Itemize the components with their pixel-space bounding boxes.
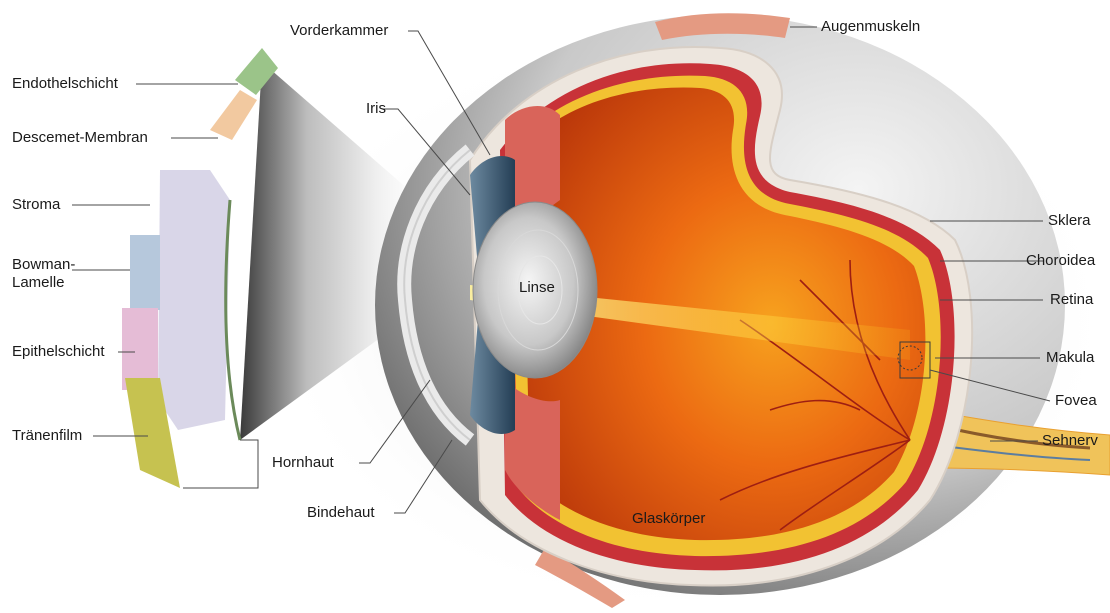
layer-stroma xyxy=(158,170,230,430)
label-descemet-membran: Descemet-Membran xyxy=(12,129,148,147)
label-epithelschicht: Epithelschicht xyxy=(12,343,105,361)
label-linse: Linse xyxy=(519,279,555,296)
label-retina: Retina xyxy=(1050,291,1093,309)
label-fovea: Fovea xyxy=(1055,392,1097,410)
layer-descemet xyxy=(210,90,257,140)
label-makula: Makula xyxy=(1046,349,1094,367)
label-augenmuskeln: Augenmuskeln xyxy=(821,18,920,36)
label-traenenfilm: Tränenfilm xyxy=(12,427,82,445)
layer-bowman xyxy=(130,235,160,310)
label-sehnerv: Sehnerv xyxy=(1042,432,1098,450)
label-vorderkammer: Vorderkammer xyxy=(290,22,388,40)
label-choroidea: Choroidea xyxy=(1026,252,1095,270)
label-stroma: Stroma xyxy=(12,196,60,214)
label-iris: Iris xyxy=(366,100,386,118)
label-endothelschicht: Endothelschicht xyxy=(12,75,118,93)
layer-epithel xyxy=(122,308,158,390)
label-bindehaut: Bindehaut xyxy=(307,504,375,522)
label-hornhaut: Hornhaut xyxy=(272,454,334,472)
label-glaskoerper: Glaskörper xyxy=(632,510,705,527)
label-bowman-lamelle: Bowman- Lamelle xyxy=(12,256,75,292)
label-sklera: Sklera xyxy=(1048,212,1091,230)
